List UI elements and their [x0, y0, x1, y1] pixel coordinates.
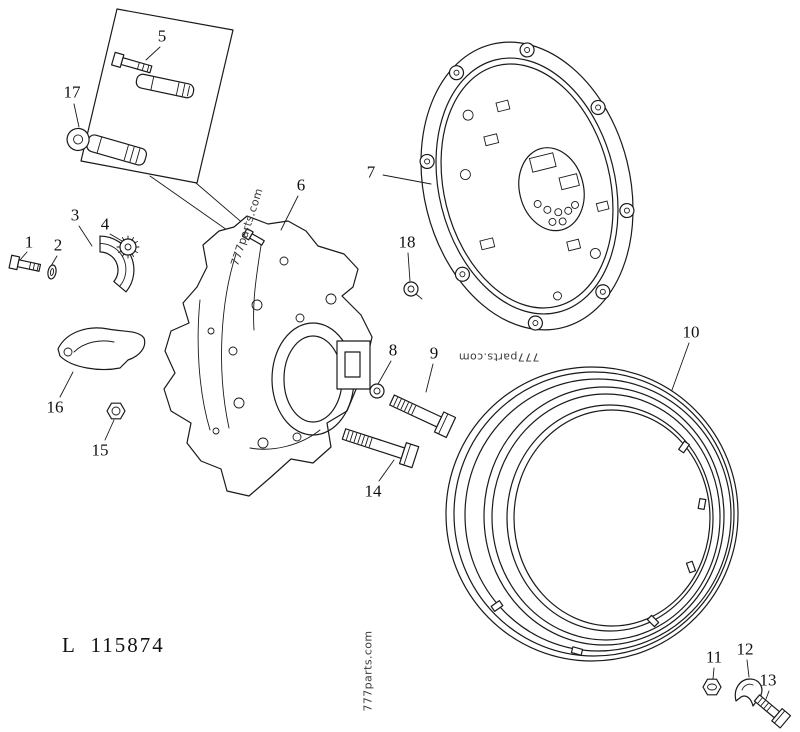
part-9-bolt [389, 394, 457, 439]
part-11-nut [702, 678, 722, 696]
part-2-washer [47, 264, 57, 280]
part-10-rim [445, 366, 739, 662]
part-14-bolt [341, 428, 420, 469]
leader-lines [19, 46, 770, 700]
part-8-washer [369, 383, 385, 399]
part-13-bolt [753, 694, 792, 729]
part-4-knurled-washer [116, 235, 140, 259]
part-5-bolt-and-pin [110, 51, 195, 99]
part-16-clamp-half [57, 327, 146, 371]
part-15-nut [106, 402, 126, 420]
part-7-cover-plate [419, 41, 635, 331]
part-6-bracket [163, 215, 373, 497]
part-17-pin [66, 127, 148, 166]
detail-box [80, 8, 261, 245]
part-1-bolt [8, 254, 42, 272]
part-18-clip [403, 281, 423, 300]
